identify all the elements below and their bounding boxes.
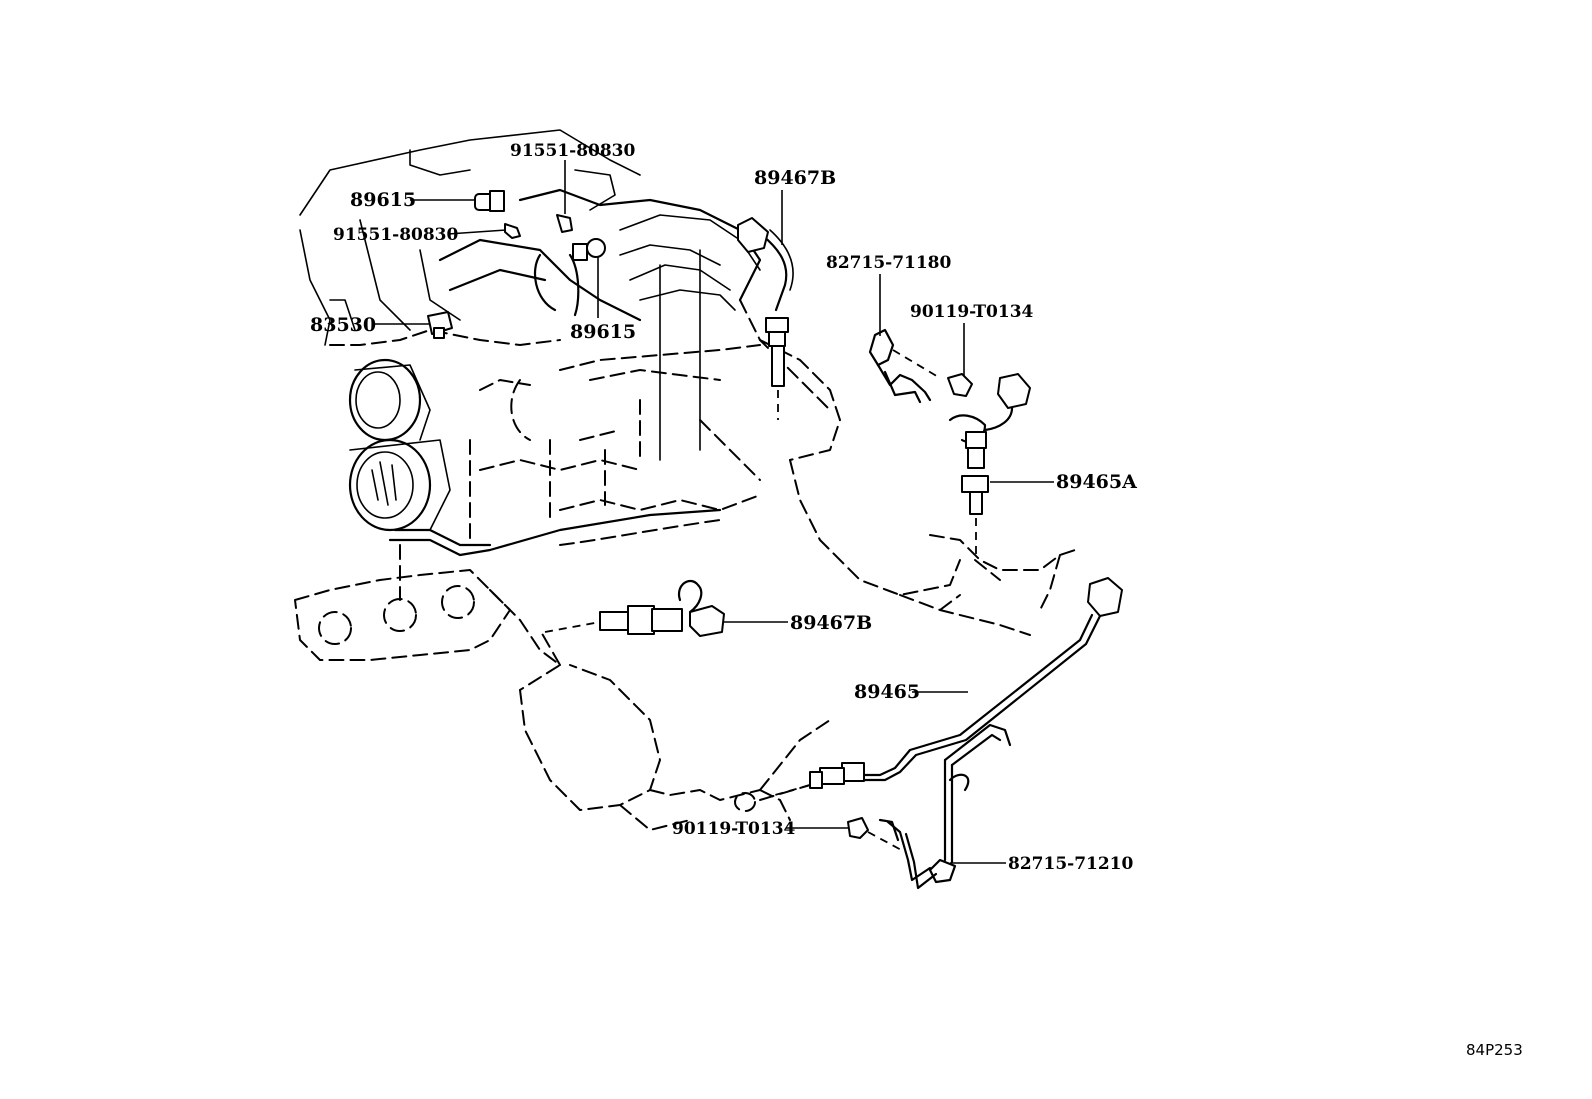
- label-91551-80830-left: 91551-80830: [333, 225, 459, 245]
- label-89467b-top: 89467B: [754, 167, 836, 189]
- bracket-82715-71180: [868, 328, 941, 404]
- label-82715-71180: 82715-71180: [826, 253, 952, 273]
- oil-pressure-switch: [427, 311, 453, 339]
- label-89465: 89465: [854, 681, 920, 703]
- oxygen-sensor-89465: [774, 577, 1123, 796]
- right-exhaust-manifold: [759, 339, 1076, 636]
- bolt-91551-left: [504, 223, 521, 239]
- cam-position-sensor-lower: [572, 238, 606, 261]
- bracket-82715-71210: [878, 723, 1012, 890]
- label-89615-lower: 89615: [570, 321, 636, 343]
- oxygen-sensor-89467b-lower: [544, 579, 725, 637]
- figure-code: 84P253: [1466, 1041, 1523, 1059]
- cam-position-sensor-upper: [474, 190, 505, 212]
- label-90119-t0134-upper: 90119-T0134: [910, 302, 1034, 322]
- label-89467b-lower: 89467B: [790, 612, 872, 634]
- label-90119-t0134-lower: 90119-T0134: [672, 819, 796, 839]
- label-82715-71210: 82715-71210: [1008, 854, 1134, 874]
- bolt-90119-upper: [947, 373, 973, 397]
- label-89465a: 89465A: [1056, 471, 1137, 493]
- label-83530: 83530: [310, 314, 376, 336]
- left-exhaust-manifold: [294, 544, 831, 831]
- bolt-90119-lower: [847, 817, 906, 853]
- bolt-91551-top: [556, 214, 573, 233]
- callouts: 91551-80830 89615 91551-80830 89467B 827…: [310, 141, 1137, 874]
- oxygen-sensor-89467b-upper: [737, 217, 794, 420]
- oxygen-sensor-89465a: [948, 373, 1031, 560]
- label-89615-upper: 89615: [350, 189, 416, 211]
- label-91551-80830-top: 91551-80830: [510, 141, 636, 161]
